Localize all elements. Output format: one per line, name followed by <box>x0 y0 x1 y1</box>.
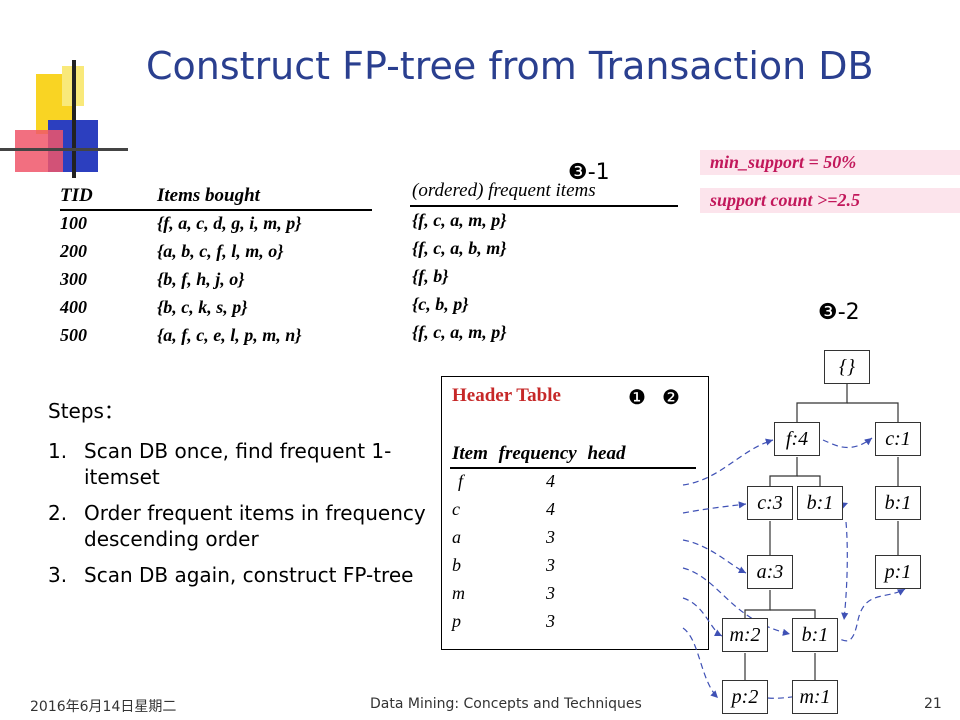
col-items: Items bought <box>157 185 260 206</box>
header-row: f <box>458 471 464 491</box>
list-item: {c, b, p} <box>412 294 469 314</box>
header-table: Header Table ❶ ❷ Item frequency head f 4… <box>441 376 709 650</box>
list-item: {f, c, a, m, p} <box>412 322 507 342</box>
table-row: 400 {b, c, k, s, p} <box>60 297 248 317</box>
col-head: head <box>587 443 626 464</box>
page-title: Construct FP-tree from Transaction DB <box>146 44 874 88</box>
page-number: 21 <box>924 696 942 712</box>
list-item: {f, c, a, b, m} <box>412 238 507 258</box>
ordered-underline <box>410 205 678 207</box>
table-row: 300 {b, f, h, j, o} <box>60 269 245 289</box>
step-marker-3-2: ❸-2 <box>818 300 860 325</box>
header-row: c <box>452 499 460 519</box>
header-row: m <box>452 583 465 603</box>
header-row: a <box>452 527 461 547</box>
table-row: 100 {f, a, c, d, g, i, m, p} <box>60 213 302 233</box>
ordered-items-list: {f, c, a, m, p} {f, c, a, b, m} {f, b} {… <box>412 210 507 350</box>
col-item: Item <box>452 443 488 464</box>
header-row: p <box>452 611 461 631</box>
tree-node-c1: c:1 <box>875 422 921 456</box>
header-row: b <box>452 555 461 575</box>
transactions-table: TID Items bought 100 {f, a, c, d, g, i, … <box>60 185 380 353</box>
steps-heading: Steps： <box>48 399 124 423</box>
list-item: {f, c, a, m, p} <box>412 210 507 230</box>
logo-decoration <box>0 60 130 180</box>
footer-date: 2016年6月14日星期二 <box>30 699 177 715</box>
step-marker-2: ❷ <box>662 385 680 409</box>
tree-node-b1: b:1 <box>797 486 843 520</box>
steps-section: Steps： 1. Scan DB once, find frequent 1-… <box>48 398 428 598</box>
step-item: 1. Scan DB once, find frequent 1-itemset <box>48 439 392 489</box>
list-item: {f, b} <box>412 266 449 286</box>
tree-node-b1: b:1 <box>792 618 838 652</box>
table-row: 200 {a, b, c, f, l, m, o} <box>60 241 284 261</box>
tree-node-c3: c:3 <box>747 486 793 520</box>
ordered-items-heading: (ordered) frequent items <box>412 180 596 201</box>
tree-node-p1: p:1 <box>875 555 921 589</box>
footer-title: Data Mining: Concepts and Techniques <box>370 696 642 712</box>
support-count-label: support count >=2.5 <box>700 188 960 213</box>
tree-node-b1: b:1 <box>875 486 921 520</box>
header-table-title: Header Table <box>452 385 561 406</box>
table-row: 500 {a, f, c, e, l, p, m, n} <box>60 325 302 345</box>
step-item: 2. Order frequent items in frequency des… <box>48 501 426 551</box>
tree-node-m1: m:1 <box>792 680 838 714</box>
col-tid: TID <box>60 185 93 206</box>
header-divider <box>450 467 696 469</box>
tree-node-a3: a:3 <box>747 555 793 589</box>
tree-node-m2: m:2 <box>722 618 768 652</box>
min-support-label: min_support = 50% <box>700 150 960 175</box>
step-item: 3. Scan DB again, construct FP-tree <box>48 563 414 587</box>
tree-node-p2: p:2 <box>722 680 768 714</box>
col-frequency: frequency <box>498 443 577 464</box>
tree-node-root: {} <box>824 350 870 384</box>
step-marker-1: ❶ <box>628 385 646 409</box>
step-marker-3-1: ❸-1 <box>568 160 610 185</box>
tree-node-f4: f:4 <box>774 422 820 456</box>
